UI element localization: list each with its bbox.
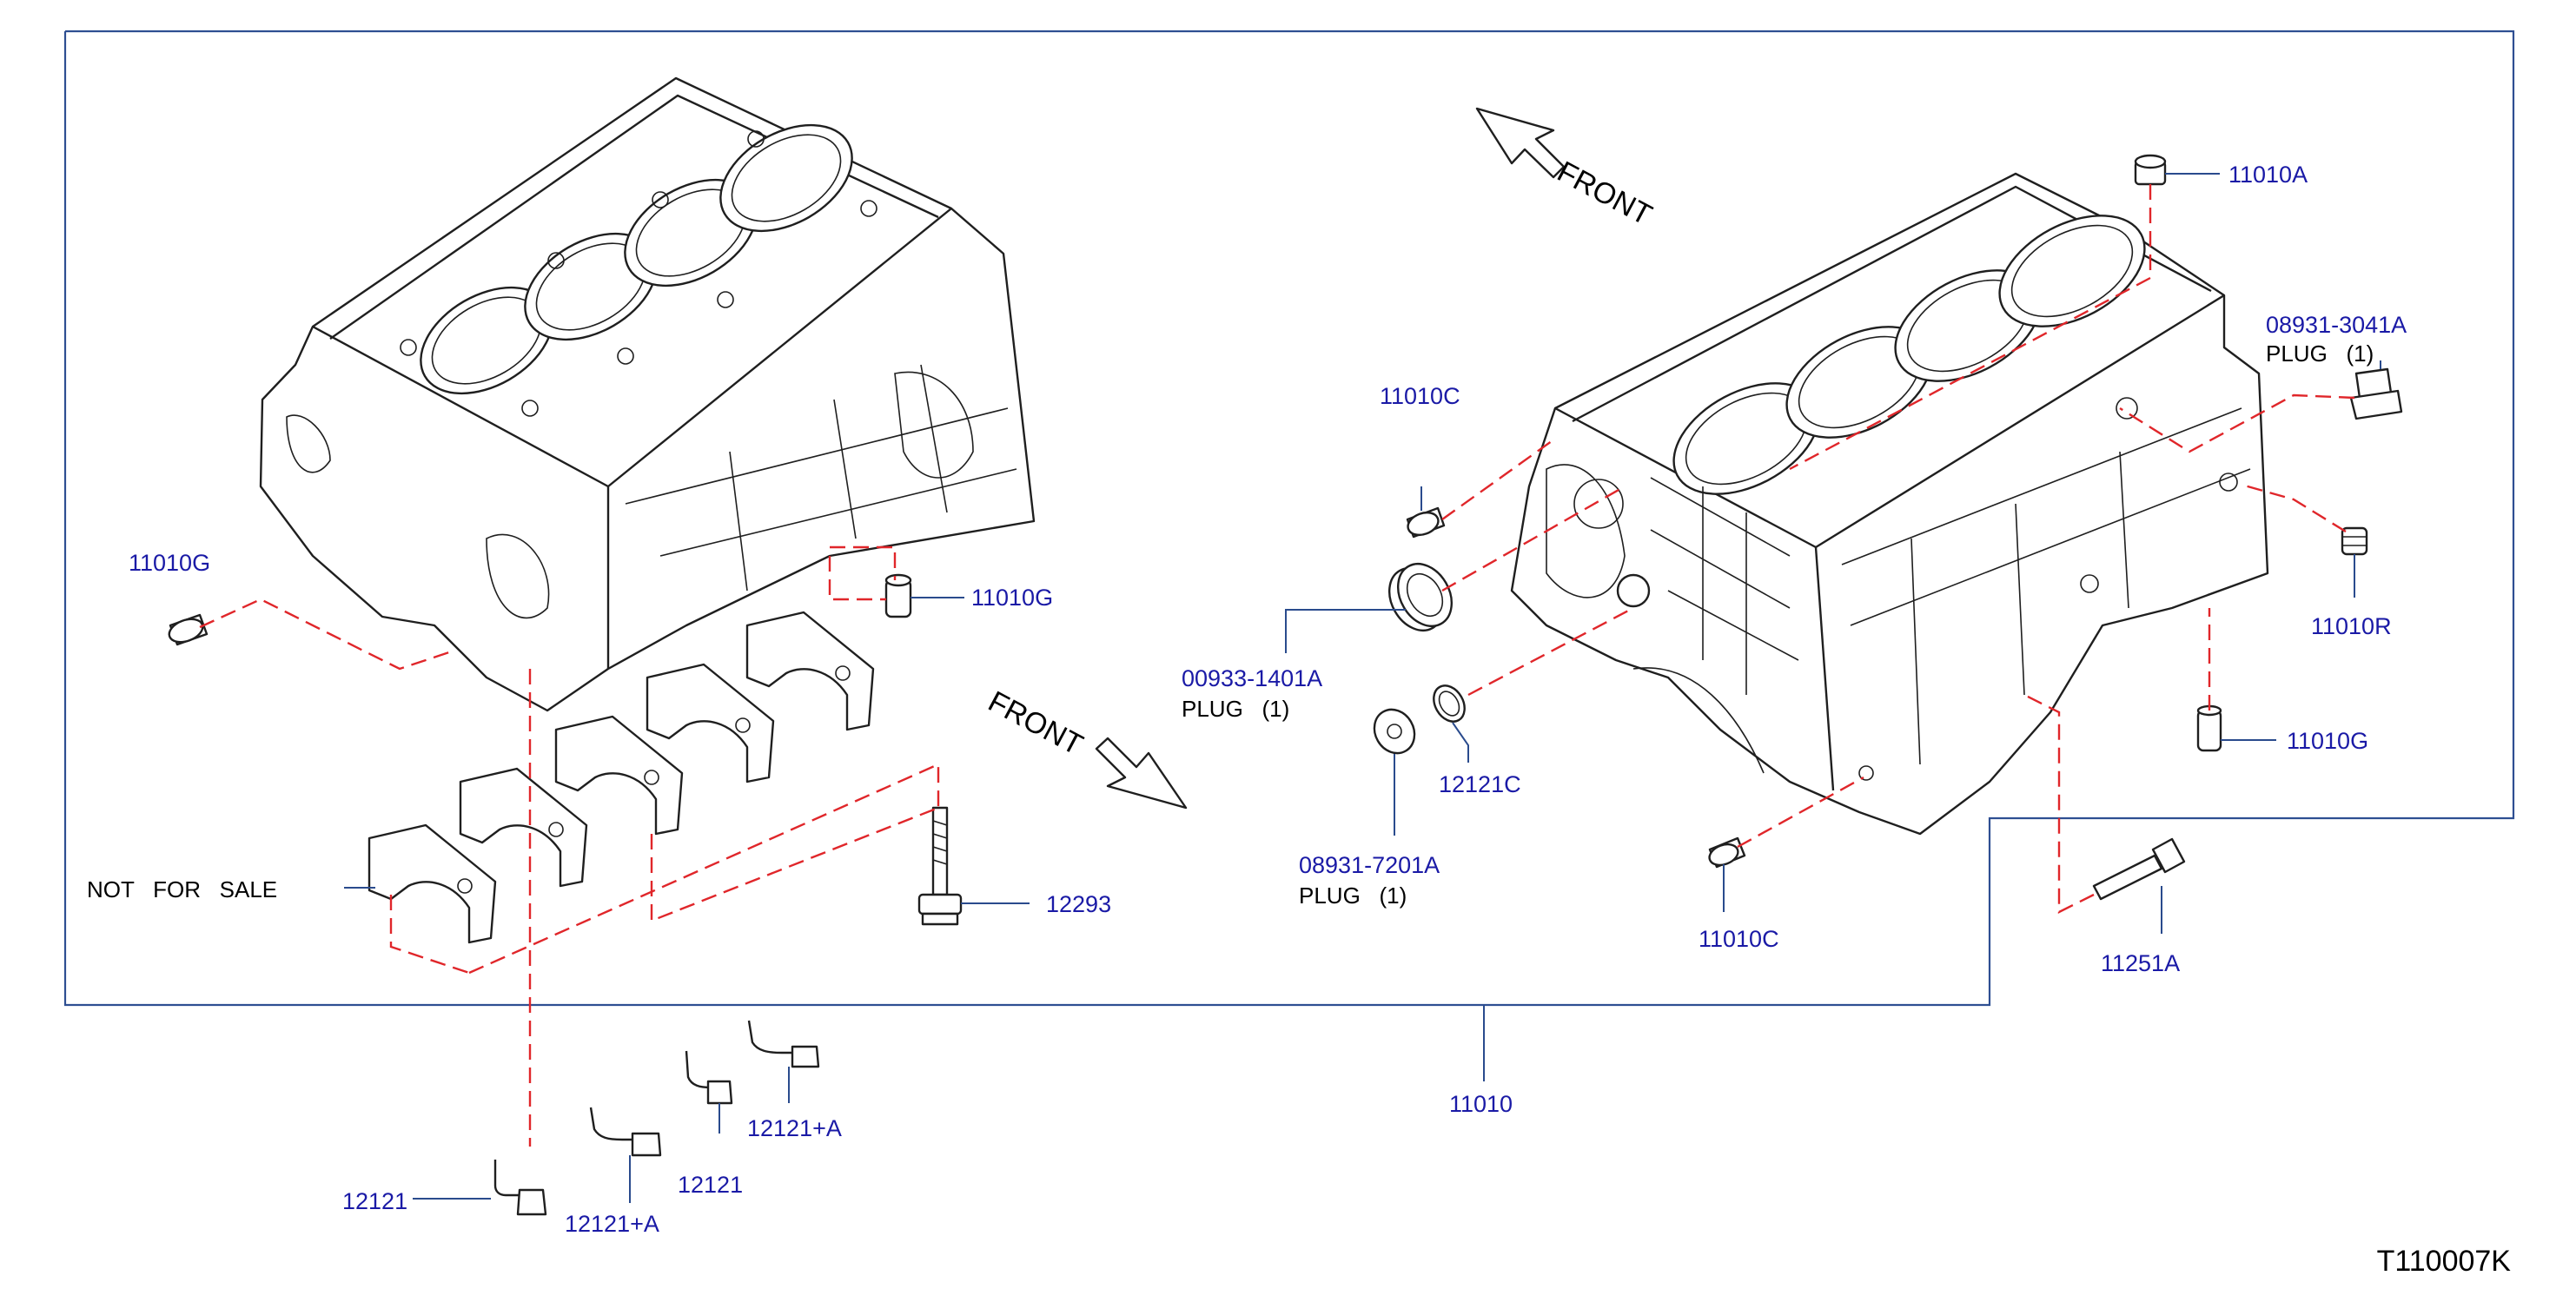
- hidden-reference-lines: [199, 184, 2355, 1147]
- leader-lines: [344, 173, 2381, 1203]
- dowel-pins-left: [168, 573, 912, 646]
- label-12121-plus-a-left: 12121+A: [565, 1211, 659, 1237]
- assembly-frame: [63, 30, 2515, 1007]
- piston-oil-jets: [493, 1020, 820, 1216]
- main-bearing-caps: [368, 611, 875, 944]
- cylinder-block-right: [1510, 172, 2269, 836]
- label-12121c: 12121C: [1439, 771, 1521, 797]
- label-12121-plus-a-right: 12121+A: [747, 1115, 842, 1141]
- front-direction-label-middle: FRONT: [983, 685, 1088, 763]
- label-11010g-left: 11010G: [129, 550, 210, 576]
- diagram-code: T110007K: [2377, 1245, 2512, 1278]
- label-00933-1401a: 00933-1401A: [1182, 665, 1322, 691]
- plug-note-08931-3041a: PLUG (1): [2266, 340, 2374, 367]
- label-11010c-top: 11010C: [1380, 383, 1460, 409]
- label-11010g-mid: 11010G: [971, 585, 1053, 611]
- label-08931-7201a: 08931-7201A: [1299, 852, 1440, 878]
- cylinder-block-left: [259, 76, 1036, 712]
- label-11010: 11010: [1449, 1091, 1513, 1117]
- cap-bolt-12293: [917, 806, 963, 926]
- plug-note-00933-1401a: PLUG (1): [1182, 696, 1289, 722]
- label-12121-right: 12121: [678, 1172, 743, 1198]
- label-11251a: 11251A: [2101, 950, 2180, 976]
- label-11010c-bottom: 11010C: [1699, 926, 1779, 952]
- label-12121-left: 12121: [342, 1188, 407, 1214]
- label-08931-3041a: 08931-3041A: [2266, 312, 2407, 338]
- not-for-sale-note: NOT FOR SALE: [87, 876, 277, 902]
- front-arrows: [1095, 107, 1566, 810]
- label-11010g-right: 11010G: [2287, 728, 2368, 754]
- right-side-parts: [1373, 154, 2403, 901]
- front-direction-label-top: FRONT: [1552, 155, 1657, 233]
- plug-note-08931-7201a: PLUG (1): [1299, 882, 1407, 909]
- label-12293: 12293: [1046, 891, 1111, 917]
- label-11010a: 11010A: [2228, 162, 2308, 188]
- label-11010r: 11010R: [2311, 613, 2392, 639]
